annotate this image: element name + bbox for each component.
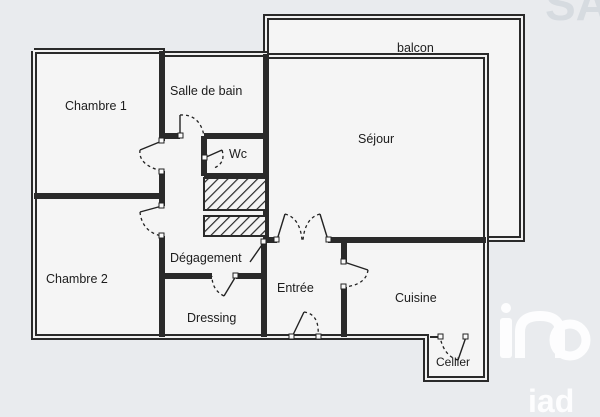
logo-bar <box>500 318 512 358</box>
room-label-cellier: Cellier <box>436 355 470 369</box>
logo-brand-text: iad <box>528 383 574 417</box>
background-faded-text: SAVE <box>545 0 600 30</box>
room-label-entree: Entrée <box>277 281 314 295</box>
room-label-sejour: Séjour <box>358 132 394 146</box>
logo-dot <box>501 303 511 313</box>
room-label-wc: Wc <box>229 147 247 161</box>
cellier-floor <box>426 337 486 379</box>
balcon-floor-side <box>486 51 522 239</box>
room-label-dressing: Dressing <box>187 311 236 325</box>
door-entree <box>288 311 322 340</box>
door-salle-de-bain <box>177 114 205 139</box>
door-chambre2 <box>139 202 165 239</box>
door-dressing <box>211 272 239 297</box>
balcon-floor <box>266 17 522 51</box>
door-wc <box>201 149 224 169</box>
room-label-balcon: balcon <box>397 41 434 55</box>
hatched-shaft-lower <box>203 215 267 237</box>
door-cuisine <box>340 258 369 290</box>
room-label-degagement: Dégagement <box>170 251 242 265</box>
room-label-chambre1: Chambre 1 <box>65 99 127 113</box>
door-sejour-double <box>273 213 332 243</box>
door-cellier <box>437 333 469 361</box>
room-label-chambre2: Chambre 2 <box>46 272 108 286</box>
hatched-shaft-upper <box>203 177 267 211</box>
logo-ring <box>549 319 591 361</box>
door-degagement-junction <box>249 238 267 263</box>
room-label-salle-de-bain: Salle de bain <box>170 84 242 98</box>
door-chambre1 <box>139 137 165 175</box>
iad-logo: iad <box>500 303 591 417</box>
room-label-cuisine: Cuisine <box>395 291 437 305</box>
